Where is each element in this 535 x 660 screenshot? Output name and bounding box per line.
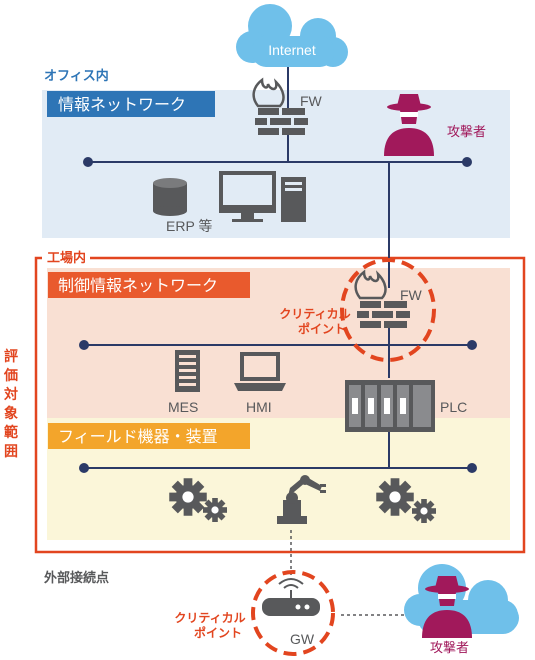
external-critical-label-1: クリティカル: [174, 611, 245, 625]
svg-text:範: 範: [4, 424, 18, 440]
svg-text:囲: 囲: [4, 443, 18, 459]
external-attacker-icon: [422, 576, 472, 638]
hmi-label: HMI: [246, 399, 272, 415]
network-lines: [84, 66, 472, 469]
gateway-router-icon: [262, 578, 320, 616]
database-icon: [153, 178, 187, 216]
factory-label-bg: [42, 248, 90, 266]
external-attacker-label: 攻撃者: [430, 640, 469, 655]
evaluation-scope-label: 評 価 対 象 範 囲: [3, 348, 18, 459]
control-network-title-bg: [48, 272, 250, 298]
external-critical-label-2: ポイント: [194, 625, 242, 640]
factory-critical-label-1: クリティカル: [279, 307, 350, 321]
hmi-laptop-icon: [234, 352, 286, 391]
desktop-pc-icon: [219, 171, 306, 222]
factory-critical-circle: [340, 258, 436, 362]
office-firewall-label: FW: [300, 93, 323, 109]
field-title-bg: [48, 423, 250, 449]
gateway-label: GW: [290, 631, 315, 647]
internet-cloud-icon: [236, 4, 348, 67]
robot-arm-icon: [277, 475, 326, 524]
office-network-title: 情報ネットワーク: [58, 96, 186, 114]
network-endpoints: [79, 157, 477, 473]
svg-text:対: 対: [3, 386, 18, 402]
office-attacker-icon: [384, 94, 434, 156]
external-section-label: 外部接続点: [43, 570, 109, 585]
factory-critical-label-2: ポイント: [298, 321, 346, 336]
factory-border: [34, 256, 526, 554]
office-firewall-icon: [252, 77, 308, 135]
internet-label: Internet: [268, 42, 316, 58]
factory-firewall-label: FW: [400, 287, 423, 303]
field-title: フィールド機器・装置: [58, 428, 218, 446]
svg-text:象: 象: [4, 405, 18, 421]
plc-label: PLC: [440, 399, 467, 415]
control-network-title: 制御情報ネットワーク: [58, 277, 218, 295]
factory-firewall-icon: [354, 269, 410, 328]
office-attacker-label: 攻撃者: [447, 124, 486, 139]
mes-label: MES: [168, 399, 198, 415]
mes-server-icon: [175, 350, 200, 392]
plc-icon: [345, 380, 435, 432]
svg-text:価: 価: [3, 367, 18, 383]
factory-section-label: 工場内: [47, 250, 86, 265]
erp-label: ERP 等: [166, 218, 212, 234]
office-network-title-bg: [47, 91, 215, 117]
office-section-label: オフィス内: [44, 68, 109, 83]
external-critical-circle: [251, 570, 335, 656]
svg-text:評: 評: [4, 348, 18, 364]
